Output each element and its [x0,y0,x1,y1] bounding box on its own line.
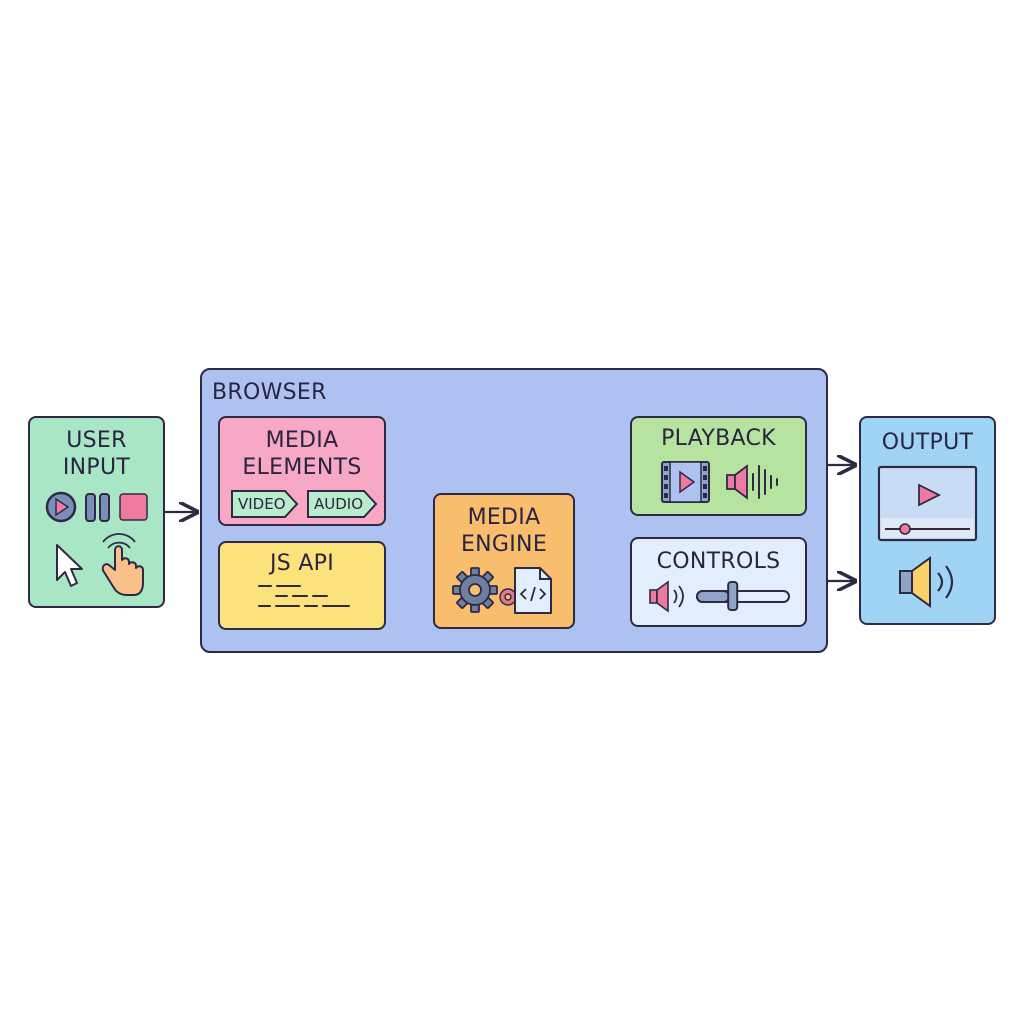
video-tag-label: VIDEO [238,495,286,513]
output-speaker-icon [899,556,954,608]
pause-icon [85,493,110,522]
media-elements-title-line2: ELEMENTS [242,455,362,480]
media-engine-title-line2: ENGINE [460,532,548,557]
browser-title: BROWSER [212,380,327,405]
film-icon [661,461,710,503]
controls-title: CONTROLS [656,549,781,574]
output-title: OUTPUT [881,430,974,455]
js-api-title: JS API [269,551,335,576]
playback-box [630,416,807,516]
code-file-icon [514,567,552,614]
media-elements-title-line1: MEDIA [265,428,339,453]
audio-tag [307,490,378,518]
video-tag [231,490,299,518]
media-engine-title-line1: MEDIA [467,505,541,530]
volume-slider[interactable] [696,581,790,611]
user-input-title-line2: INPUT [62,455,131,480]
stop-icon [119,493,148,521]
tap-hand-icon [101,533,144,596]
gear-icon [452,567,517,613]
speaker-icon [649,580,684,613]
user-input-title-line1: USER [66,428,127,453]
js-api-box [218,541,386,630]
play-icon [45,491,77,523]
code-lines-icon [258,585,350,607]
controls-box [630,537,807,627]
speaker-wave-icon [726,464,778,500]
video-screen-icon [877,465,978,542]
playback-title: PLAYBACK [661,426,776,451]
audio-tag-label: AUDIO [314,495,364,513]
cursor-icon [56,544,83,587]
